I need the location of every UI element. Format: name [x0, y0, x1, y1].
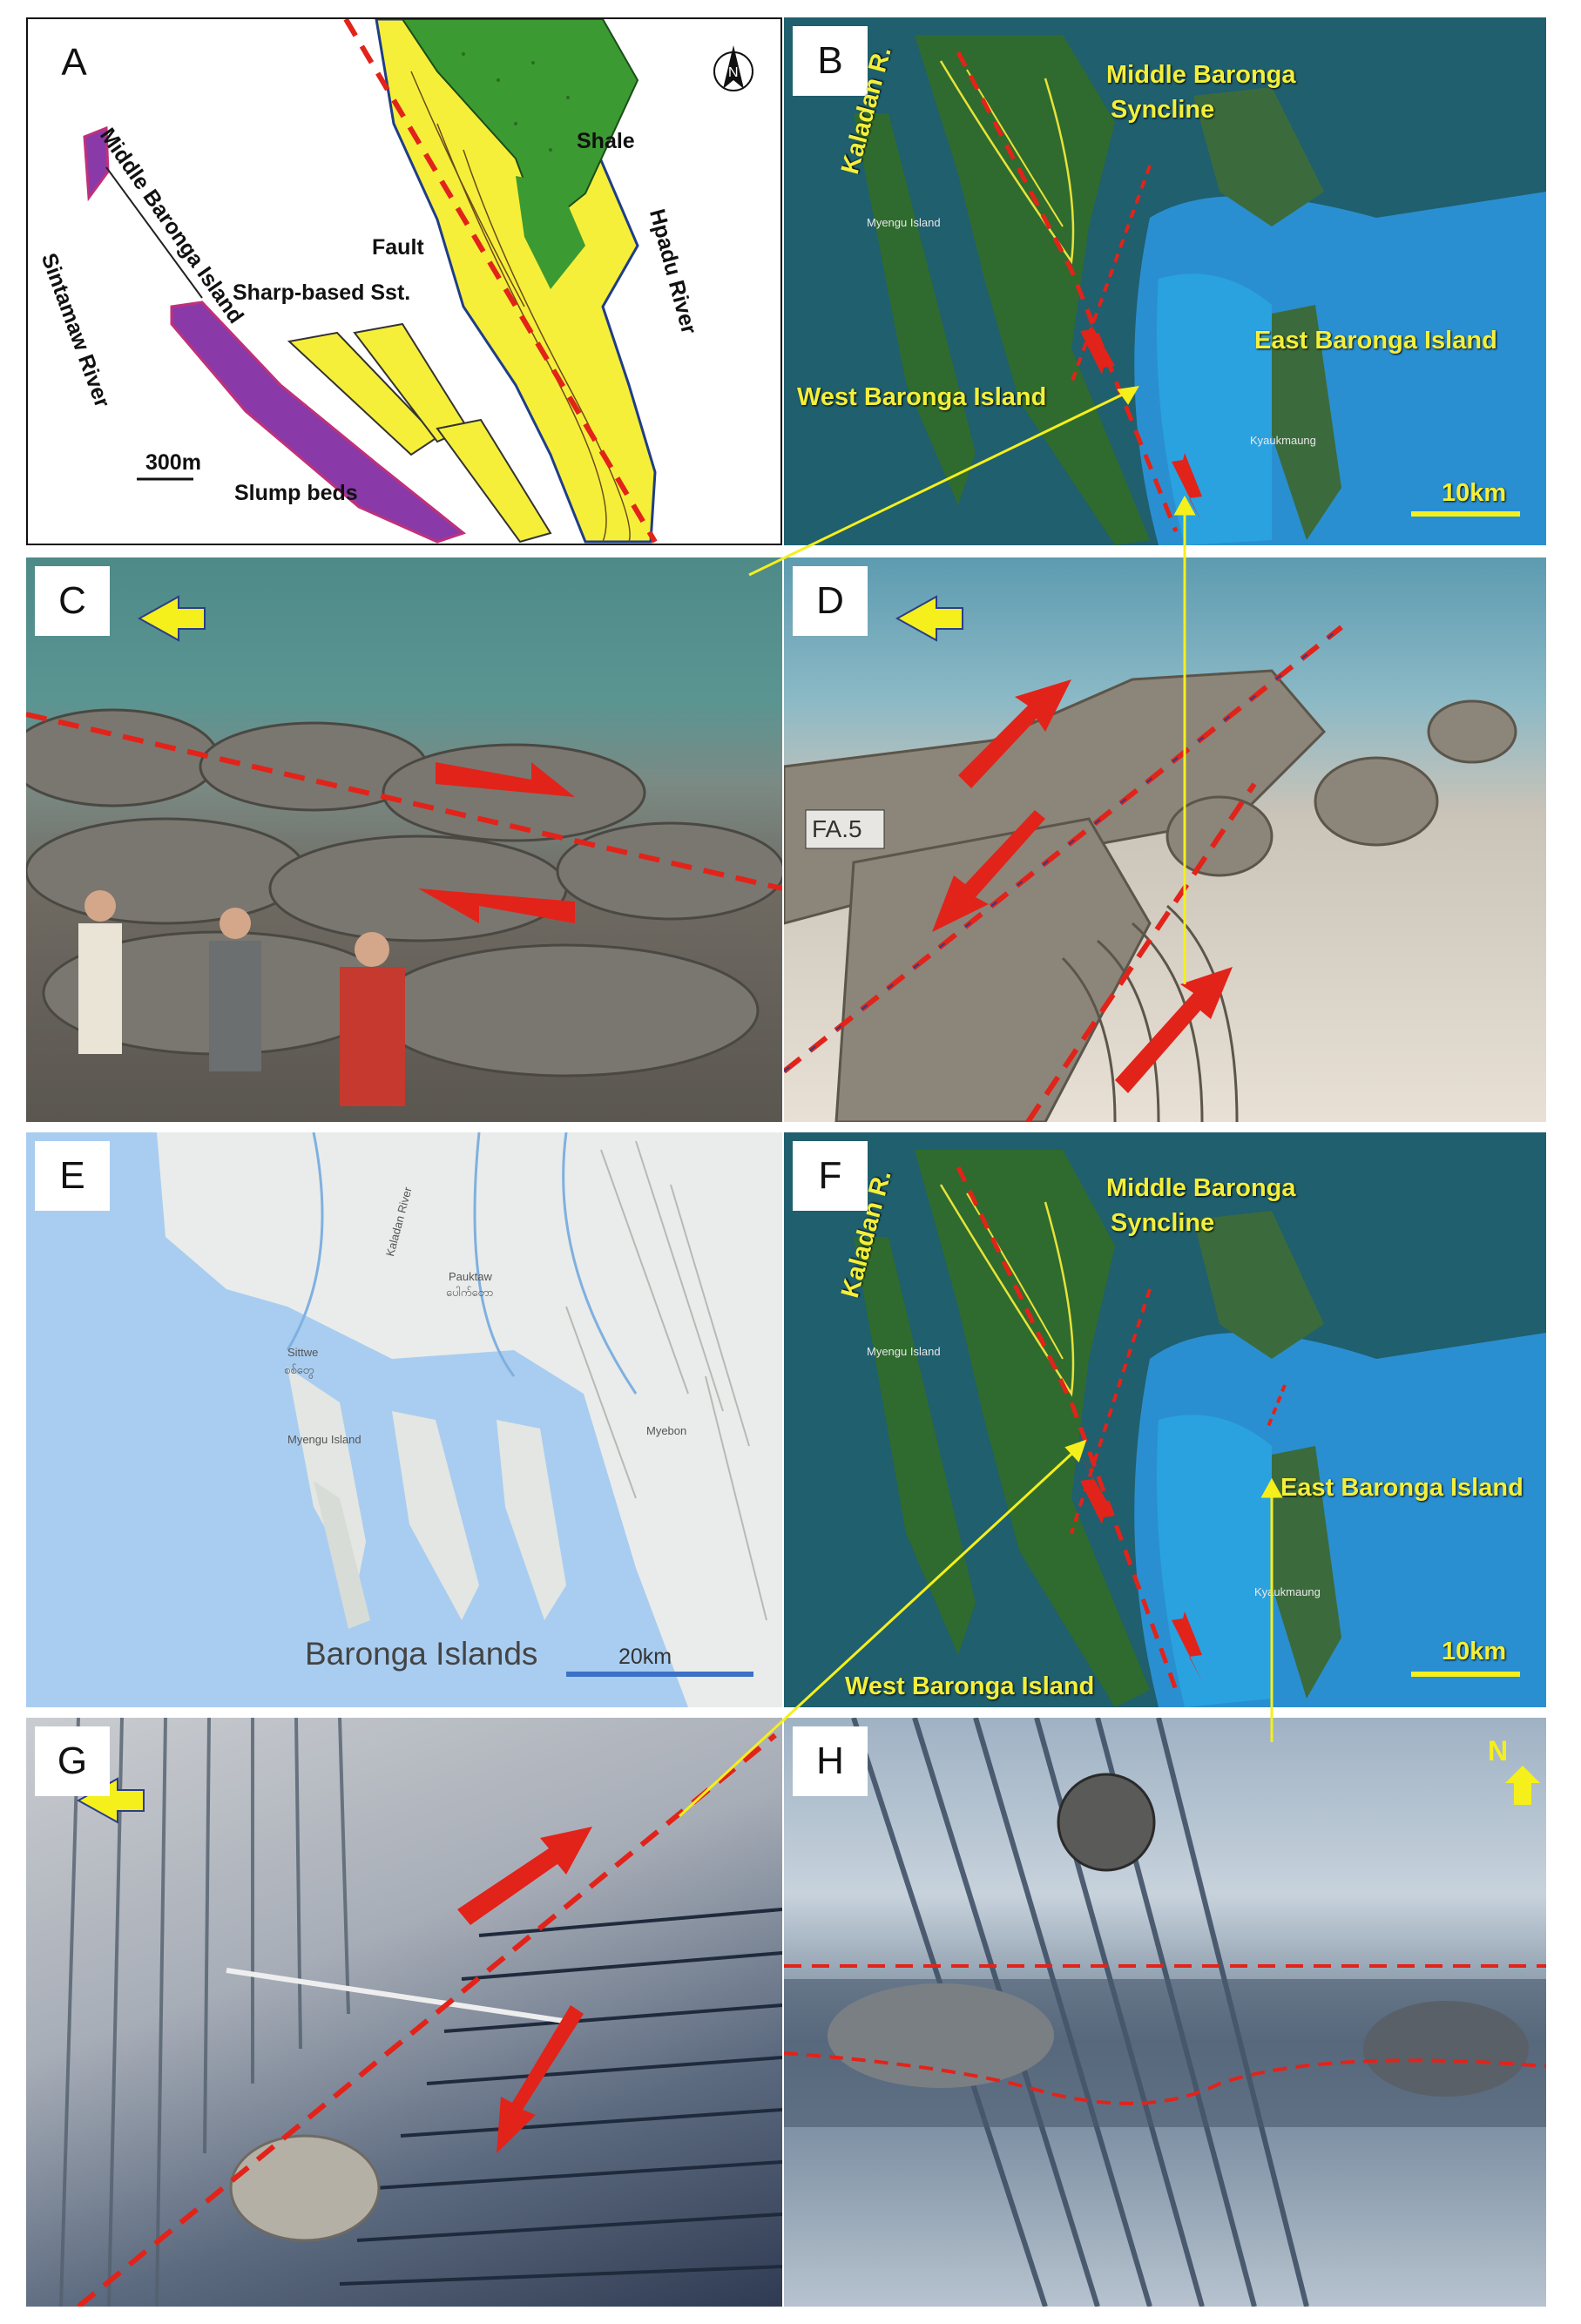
- east-baronga-island-label: East Baronga Island: [1254, 327, 1497, 355]
- people-figures: [78, 890, 405, 1106]
- middle-baronga-syncline-label-2-f: Syncline: [1111, 1209, 1215, 1237]
- sharp-based-sst-label: Sharp-based Sst.: [233, 280, 411, 305]
- panel-e-label: E: [35, 1141, 110, 1211]
- middle-baronga-syncline-label-1: Middle Baronga: [1106, 61, 1296, 89]
- panel-f-satellite-map: F Kaladan R. Middle Baronga Syncline Eas…: [784, 1132, 1546, 1707]
- fa5-label: FA.5: [812, 815, 862, 842]
- fault-sense-arrow-icon: [1080, 1455, 1115, 1524]
- outcrop-photo-drawing: [784, 1718, 1546, 2307]
- satellite-map-drawing: [784, 1132, 1546, 1707]
- west-baronga-island-label: West Baronga Island: [797, 383, 1047, 411]
- panel-a-label: A: [37, 28, 111, 98]
- panel-b-satellite-map: B Kaladan R. Middle Baronga Syncline Eas…: [784, 17, 1546, 545]
- fault-sense-arrow-icon: [436, 762, 575, 797]
- slump-beds-label: Slump beds: [234, 481, 358, 505]
- fault-sense-arrow-icon: [958, 679, 1071, 788]
- scale-label-e: 20km: [618, 1645, 672, 1669]
- myengu-island-label: Myengu Island: [867, 216, 941, 229]
- fault-label: Fault: [372, 235, 424, 260]
- fault-sense-arrow-icon: [1172, 453, 1202, 523]
- baronga-islands-label: Baronga Islands: [305, 1636, 538, 1672]
- panel-d-label: D: [793, 566, 868, 636]
- fault-sense-arrow-icon: [457, 1827, 592, 1925]
- fault-sense-arrow-icon: [497, 2005, 584, 2153]
- sittwe-label: Sittwe: [287, 1346, 319, 1359]
- middle-baronga-syncline-label-2: Syncline: [1111, 96, 1215, 124]
- myebon-label: Myebon: [646, 1424, 687, 1437]
- fault-sense-arrow-icon: [1172, 1611, 1202, 1681]
- outcrop-photo-drawing: [784, 595, 1517, 1122]
- pauktaw-local-label: ပေါက်တော: [446, 1286, 494, 1299]
- yellow-direction-arrow-icon: [895, 595, 963, 642]
- outcrop-photo-drawing: [59, 1718, 782, 2307]
- panel-b-label: B: [793, 26, 868, 96]
- satellite-map-drawing: [784, 17, 1546, 545]
- svg-text:N: N: [728, 65, 739, 80]
- fault-sense-arrow-icon: [1080, 305, 1115, 375]
- pauktaw-label: Pauktaw: [449, 1270, 492, 1283]
- fault-sense-arrow-icon: [932, 810, 1045, 932]
- middle-baronga-syncline-label-1-f: Middle Baronga: [1106, 1174, 1296, 1202]
- panel-g-outcrop-photo: G: [26, 1718, 782, 2307]
- fault-sense-arrow-icon: [1115, 967, 1233, 1093]
- north-arrow-icon: [1505, 1766, 1540, 1805]
- yellow-direction-arrow-icon: [76, 1777, 145, 1824]
- panel-d-outcrop-photo: D FA.5: [784, 557, 1546, 1122]
- fault-sense-arrow-icon: [418, 888, 575, 923]
- scale-label-b: 10km: [1442, 479, 1507, 507]
- sittwe-local-label: စစ်တွေ: [284, 1363, 314, 1376]
- north-arrow-icon: N: [713, 45, 753, 91]
- myengu-island-label-e: Myengu Island: [287, 1433, 361, 1446]
- yellow-direction-arrow-icon: [137, 595, 206, 642]
- kyaukmaung-label-f: Kyaukmaung: [1254, 1585, 1321, 1598]
- shale-label: Shale: [577, 129, 635, 153]
- scale-label-f: 10km: [1442, 1638, 1507, 1665]
- west-baronga-island-label-f: West Baronga Island: [845, 1672, 1095, 1700]
- north-label: N: [1488, 1735, 1509, 1767]
- kyaukmaung-label: Kyaukmaung: [1250, 434, 1316, 447]
- panel-a-geological-map: N A Middle Baronga Island Sintamaw River…: [26, 17, 782, 545]
- panel-f-label: F: [793, 1141, 868, 1211]
- panel-g-label: G: [35, 1726, 110, 1796]
- scale-label-a: 300m: [145, 450, 201, 475]
- panel-c-outcrop-photo: C: [26, 557, 782, 1122]
- geological-map-drawing: N: [83, 19, 753, 544]
- outcrop-photo-drawing: [26, 595, 782, 1106]
- panel-c-label: C: [35, 566, 110, 636]
- panel-e-road-map: E Sittwe စစ်တွေ Kaladan River Pauktaw ပေ…: [26, 1132, 782, 1707]
- panel-h-outcrop-photo: H N: [784, 1718, 1546, 2307]
- east-baronga-island-label-f: East Baronga Island: [1280, 1474, 1524, 1502]
- panel-h-label: H: [793, 1726, 868, 1796]
- myengu-island-label-f: Myengu Island: [867, 1345, 941, 1358]
